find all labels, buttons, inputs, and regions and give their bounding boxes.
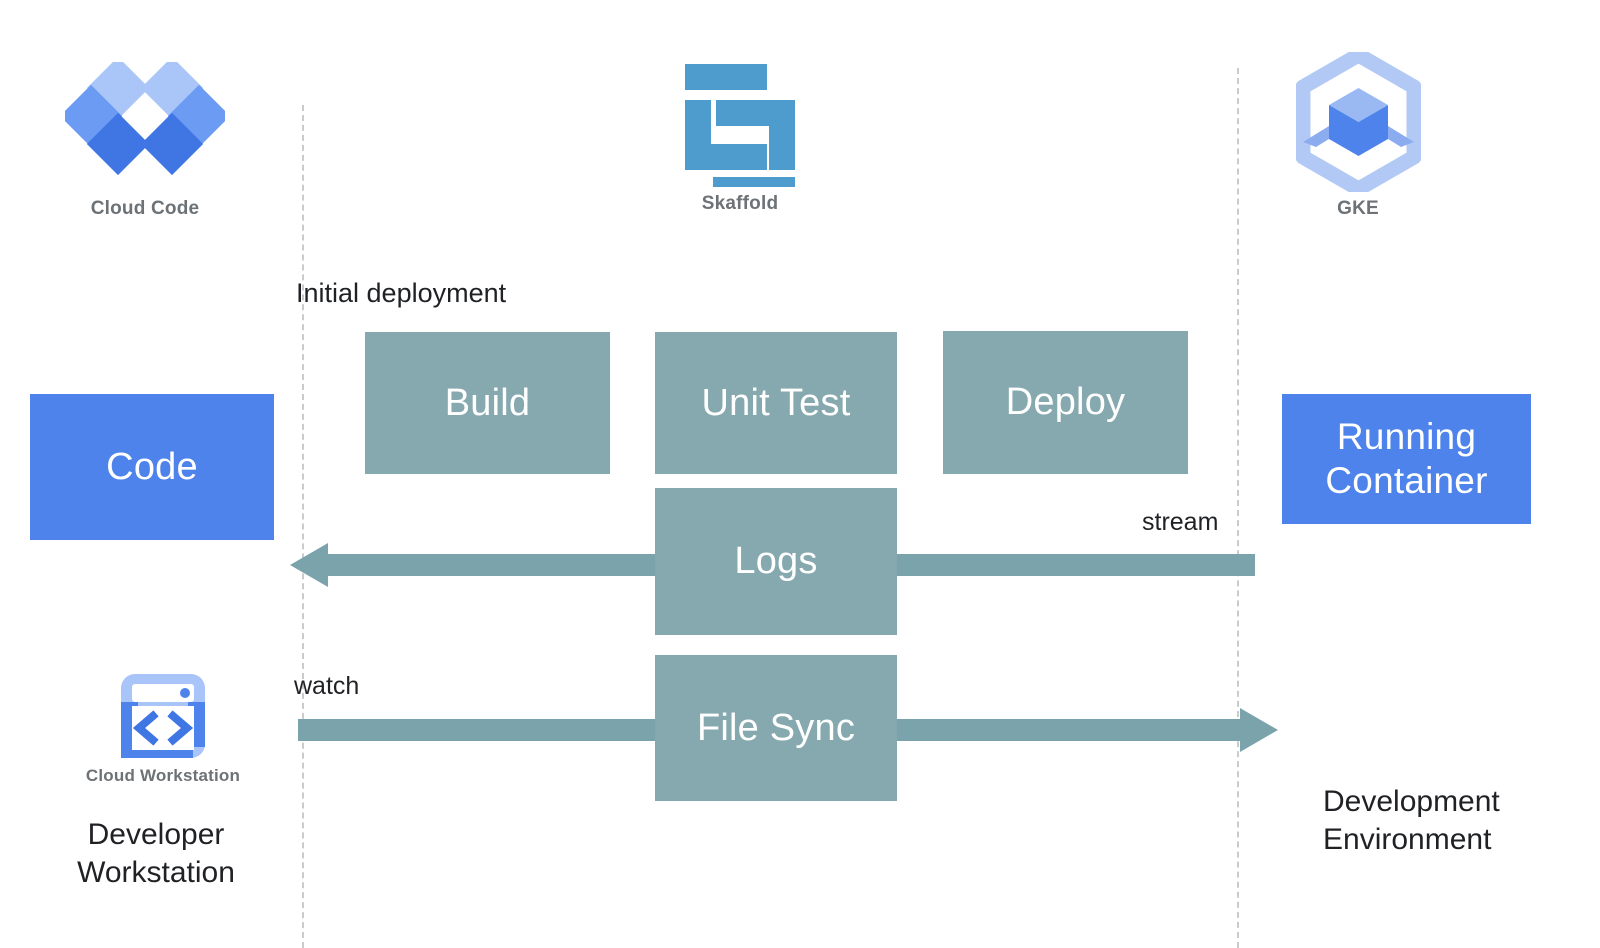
endpoint-label-code: Code [106, 445, 198, 488]
gke-hexagon-cube-icon [1295, 52, 1421, 192]
zone-label-developer-workstation: Developer Workstation [77, 818, 235, 890]
flow-label-watch: watch [294, 672, 360, 700]
zone-label-development-environment: Development Environment [1323, 785, 1500, 857]
logo-skaffold: Skaffold [640, 62, 840, 215]
boundary-line-developer-workstation [302, 105, 304, 948]
endpoint-label-running-container: Running Container [1325, 416, 1488, 501]
stage-label-logs: Logs [734, 540, 818, 582]
skaffold-s-icon [685, 64, 795, 187]
stage-box-deploy[interactable]: Deploy [943, 331, 1188, 474]
endpoint-box-code[interactable]: Code [30, 394, 274, 540]
logo-caption-skaffold: Skaffold [701, 193, 779, 214]
logo-caption-cloud-code: Cloud Code [90, 198, 200, 219]
boundary-line-development-environment [1237, 68, 1239, 948]
cloud-code-diamonds-icon [65, 62, 225, 176]
logo-cloud-workstation: Cloud Workstation [58, 668, 268, 786]
logo-cloud-code: Cloud Code [45, 62, 245, 220]
logo-gke: GKE [1258, 52, 1458, 220]
stage-box-file-sync[interactable]: File Sync [655, 655, 897, 801]
stage-box-build[interactable]: Build [365, 332, 610, 474]
stage-label-deploy: Deploy [1005, 381, 1126, 423]
stage-box-logs[interactable]: Logs [655, 488, 897, 635]
cloud-workstation-code-window-icon [121, 674, 205, 758]
stage-label-file-sync: File Sync [696, 706, 856, 749]
stage-label-build: Build [444, 381, 531, 424]
flow-label-initial-deployment: Initial deployment [296, 278, 507, 308]
stage-box-unit-test[interactable]: Unit Test [655, 332, 897, 474]
endpoint-box-running-container[interactable]: Running Container [1282, 394, 1531, 524]
logo-caption-cloud-workstation: Cloud Workstation [85, 766, 241, 785]
stage-label-unit-test: Unit Test [701, 381, 851, 424]
flow-label-stream: stream [1142, 508, 1219, 536]
logo-caption-gke: GKE [1337, 198, 1379, 219]
